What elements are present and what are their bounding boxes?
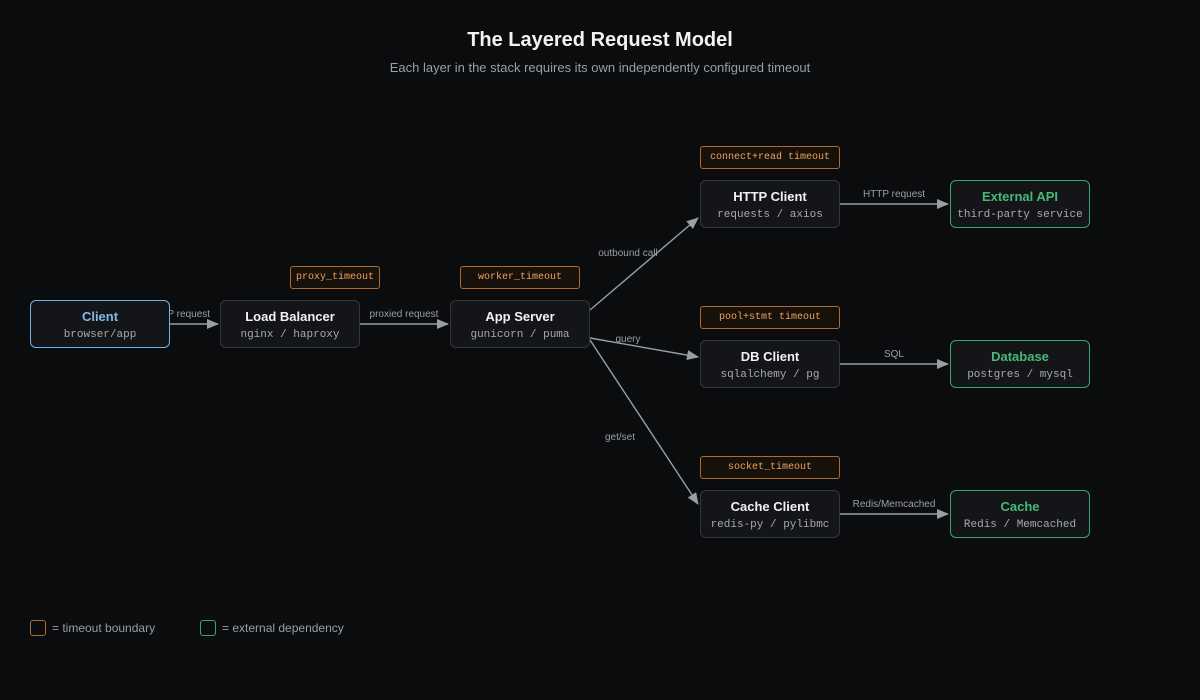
edge-label-http-ext: HTTP request (863, 189, 925, 200)
node-db-client: DB Client sqlalchemy / pg (700, 340, 840, 388)
edge-label-client-lb: HTTP request (148, 309, 210, 320)
timeout-tag-db: pool+stmt timeout (700, 306, 840, 329)
node-client-name: Client (81, 309, 119, 324)
node-db-client-sub: sqlalchemy / pg (720, 369, 820, 381)
node-http-client-sub: requests / axios (717, 209, 823, 221)
node-cache-client: Cache Client redis-py / pylibmc (700, 490, 840, 538)
edge-label-app-db: query (615, 334, 640, 345)
node-cache-name: Cache (1000, 499, 1040, 514)
edge-app-cache (589, 339, 699, 505)
timeout-tag-cache: socket_timeout (700, 456, 840, 479)
node-cache: Cache Redis / Memcached (950, 490, 1090, 538)
edge-app-db (589, 337, 699, 361)
edge-app-http (589, 217, 699, 311)
node-app-server: App Server gunicorn / puma (450, 300, 590, 348)
legend-external-label: = external dependency (222, 621, 344, 635)
timeout-tag-proxy: proxy_timeout (290, 266, 380, 289)
node-client-sub: browser/app (63, 329, 137, 341)
node-client: Client browser/app (30, 300, 170, 348)
node-cache-client-sub: redis-py / pylibmc (710, 519, 830, 531)
diagram-subtitle: Each layer in the stack requires its own… (389, 60, 811, 75)
node-load-balancer: Load Balancer nginx / haproxy (220, 300, 360, 348)
node-http-client-name: HTTP Client (733, 189, 807, 204)
edge-label-cache-cache: Redis/Memcached (853, 499, 936, 510)
edge-label-app-cache: get/set (605, 432, 635, 443)
node-app-server-sub: gunicorn / puma (470, 329, 570, 341)
node-load-balancer-name: Load Balancer (245, 309, 335, 324)
legend-external-swatch (200, 620, 216, 636)
timeout-tag-worker: worker_timeout (460, 266, 580, 289)
node-external-api-name: External API (981, 189, 1059, 204)
legend-timeout-swatch (30, 620, 46, 636)
node-http-client: HTTP Client requests / axios (700, 180, 840, 228)
node-cache-client-name: Cache Client (730, 499, 810, 514)
edge-label-db-database: SQL (884, 349, 904, 360)
edge-label-lb-app: proxied request (370, 309, 439, 320)
node-db-client-name: DB Client (740, 349, 800, 364)
node-load-balancer-sub: nginx / haproxy (240, 329, 340, 341)
node-database-name: Database (991, 349, 1049, 364)
node-app-server-name: App Server (485, 309, 555, 324)
node-external-api: External API third-party service (950, 180, 1090, 228)
node-external-api-sub: third-party service (957, 209, 1083, 221)
legend-timeout-label: = timeout boundary (52, 621, 156, 635)
edge-label-app-http: outbound call (598, 248, 658, 259)
timeout-tag-http: connect+read timeout (700, 146, 840, 169)
diagram-title: The Layered Request Model (467, 29, 733, 51)
node-database-sub: postgres / mysql (967, 369, 1073, 381)
node-database: Database postgres / mysql (950, 340, 1090, 388)
node-cache-sub: Redis / Memcached (963, 519, 1077, 531)
